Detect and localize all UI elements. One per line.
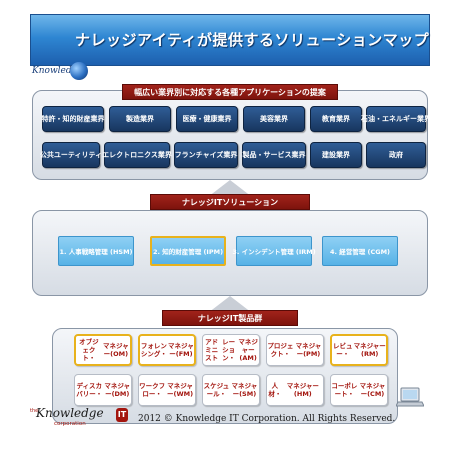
- product-label-line: レーション・: [222, 338, 236, 362]
- logo-badge: IT: [116, 408, 128, 422]
- solutions-header: ナレッジITソリューション: [150, 194, 310, 210]
- product-label-line: レビュー・: [332, 342, 353, 358]
- solution-box-2[interactable]: 2. 知的財産管理 (IPM): [150, 236, 226, 266]
- product-box-2[interactable]: ワークフロー・マネジャー(WM): [138, 374, 196, 406]
- product-box-4[interactable]: プロジェクト・マネジャー(PM): [266, 334, 324, 366]
- industry-button-6[interactable]: 政府: [366, 142, 426, 168]
- product-label-line: プロジェクト・: [267, 342, 294, 358]
- logo-the: the: [30, 408, 39, 414]
- product-label-line: ディスカバリー・: [76, 382, 103, 398]
- product-label-line: マネジャー(OM): [103, 342, 129, 358]
- product-label-line: マネジャー(AM): [238, 338, 258, 362]
- industry-button-5[interactable]: 教育業界: [310, 106, 362, 132]
- solution-box-4[interactable]: 4. 経営管理 (CGM): [322, 236, 398, 266]
- laptop-icon: [396, 387, 424, 407]
- page-title: ナレッジアイティが提供するソリューションマップ: [75, 31, 430, 49]
- product-label-line: フォレンシング・: [140, 342, 167, 358]
- products-header: ナレッジIT製品群: [162, 310, 298, 326]
- product-label-line: マネジャー(PM): [295, 342, 322, 358]
- footer-logo: the Knowledge IT corporation: [30, 406, 130, 432]
- product-label-line: マネジャー(RM): [353, 342, 386, 358]
- logo-wordmark: Knowledge: [36, 406, 104, 420]
- product-box-1[interactable]: ディスカバリー・マネジャー(DM): [74, 374, 132, 406]
- industry-button-1[interactable]: 特許・知的財産業界: [42, 106, 105, 132]
- logo-wordmark: Knowledge: [32, 66, 83, 76]
- product-box-3[interactable]: スケジュール・マネジャー(SM): [202, 374, 260, 406]
- solution-box-3[interactable]: 3. インシデント管理 (IRM): [232, 236, 316, 266]
- solution-box-1[interactable]: 1. 人事戦略管理 (HSM): [58, 236, 134, 266]
- product-label-line: マネジャー(WM): [167, 382, 194, 398]
- industries-header: 幅広い業界別に対応する各種アプリケーションの提案: [122, 84, 338, 100]
- company-logo: Knowledge: [32, 62, 88, 90]
- product-label-line: コーポレート・: [331, 382, 358, 398]
- industry-button-3[interactable]: フランチャイズ業界: [174, 142, 238, 168]
- product-label-line: スケジュール・: [203, 382, 230, 398]
- industry-button-1[interactable]: 公共ユーティリティ: [40, 142, 102, 168]
- product-label-line: アドミニスト: [205, 338, 219, 362]
- industry-button-4[interactable]: 美容業界: [243, 106, 305, 132]
- title-banner: ナレッジアイティが提供するソリューションマップ: [30, 14, 430, 66]
- industry-button-3[interactable]: 医療・健康業界: [176, 106, 238, 132]
- industry-button-2[interactable]: エレクトロニクス業界: [102, 142, 172, 168]
- copyright-text: 2012 © Knowledge IT Corporation. All Rig…: [138, 414, 396, 424]
- product-box-2[interactable]: フォレンシング・マネジャー(FM): [138, 334, 196, 366]
- industry-button-5[interactable]: 建設業界: [310, 142, 362, 168]
- product-label-line: オブジェクト・: [79, 338, 99, 362]
- product-box-1[interactable]: オブジェクト・マネジャー(OM): [74, 334, 132, 366]
- solution-map-slide: ナレッジアイティが提供するソリューションマップ Knowledge 幅広い業界別…: [30, 14, 431, 432]
- product-label-line: マネジャー(SM): [231, 382, 258, 398]
- product-label-line: ワークフロー・: [139, 382, 166, 398]
- product-box-5[interactable]: レビュー・マネジャー(RM): [330, 334, 388, 366]
- product-box-5[interactable]: コーポレート・マネジャー(CM): [330, 374, 388, 406]
- globe-icon: [70, 62, 88, 80]
- product-label-line: マネジャー(HM): [286, 382, 319, 398]
- industry-button-4[interactable]: 製品・サービス業界: [242, 142, 306, 168]
- industry-button-6[interactable]: 石油・エネルギー業界: [361, 106, 431, 132]
- product-box-3[interactable]: アドミニストレーション・マネジャー(AM): [202, 334, 260, 366]
- product-label-line: マネジャー(FM): [168, 342, 194, 358]
- product-label-line: マネジャー(DM): [104, 382, 131, 398]
- product-box-4[interactable]: 人材・マネジャー(HM): [266, 374, 324, 406]
- product-label-line: マネジャー(CM): [359, 382, 386, 398]
- product-label-line: 人材・: [268, 382, 282, 398]
- logo-corporation: corporation: [54, 421, 86, 427]
- industry-button-2[interactable]: 製造業界: [109, 106, 171, 132]
